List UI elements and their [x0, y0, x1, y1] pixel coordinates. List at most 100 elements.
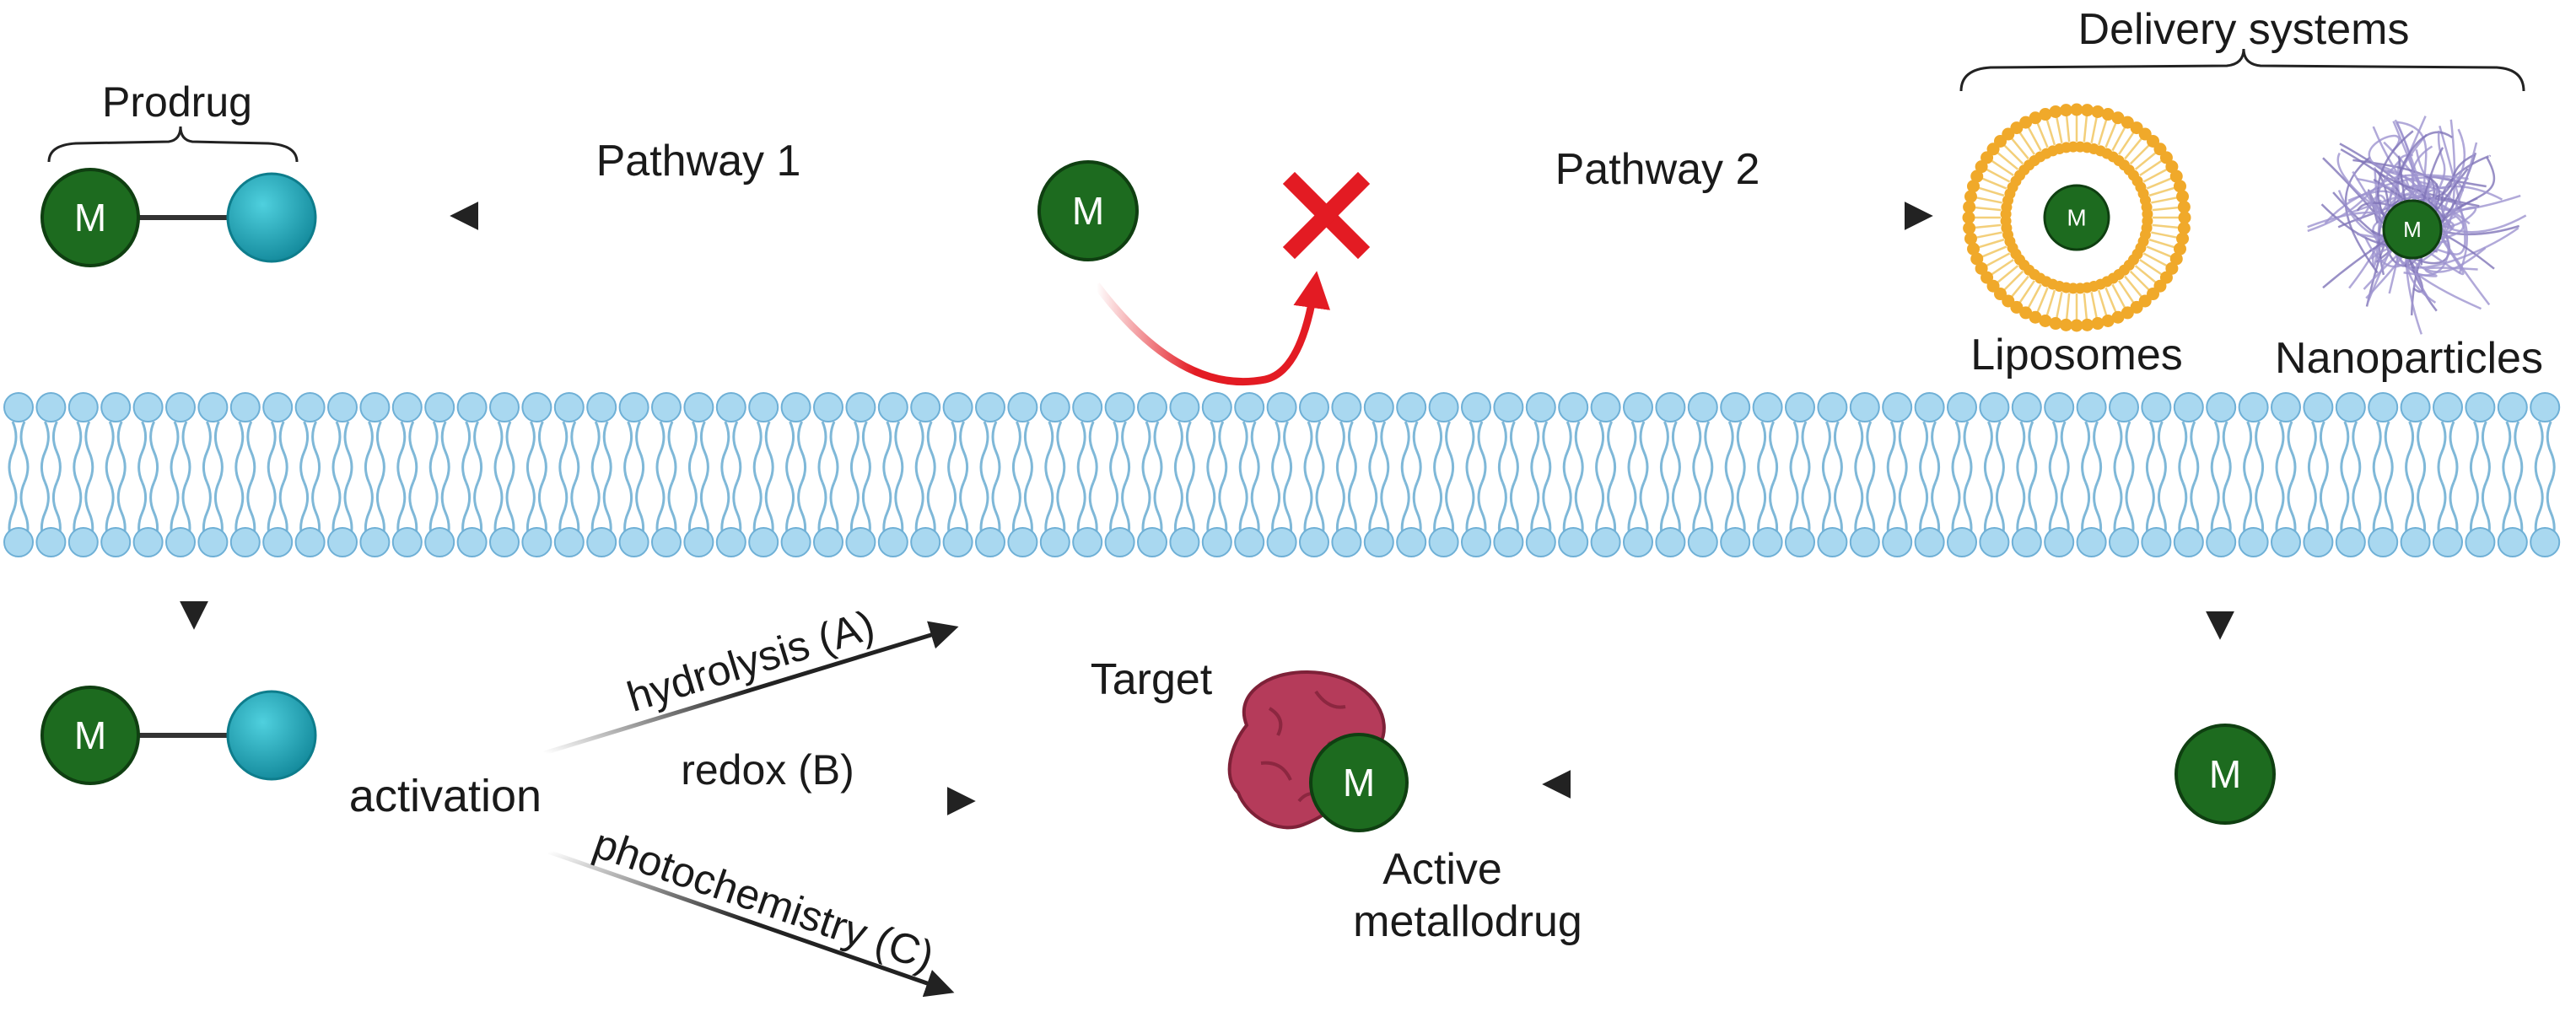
- lipid-head: [1201, 527, 1232, 557]
- lipid-tail: [1433, 421, 1443, 483]
- lipid-tail: [1445, 421, 1455, 483]
- lipid-head: [1655, 392, 1686, 422]
- liposome-head: [1964, 190, 1977, 203]
- lipid-tail: [817, 421, 827, 483]
- lipid-tail: [311, 421, 321, 483]
- lipid-head: [586, 392, 617, 422]
- lipid-tail: [1347, 421, 1357, 483]
- lipid-head: [715, 527, 746, 557]
- lipid-tail: [213, 421, 224, 483]
- liposome-head: [2176, 232, 2190, 245]
- lipid-tail: [1898, 421, 1908, 483]
- lipid-head: [1687, 392, 1718, 422]
- lipid-head: [67, 392, 99, 422]
- lipid-head: [1785, 527, 1815, 557]
- liposome-head: [2111, 111, 2125, 125]
- lipid-tail: [2243, 421, 2253, 483]
- liposome-tail: [1974, 206, 2002, 212]
- lipid-tail: [2372, 421, 2382, 483]
- liposome-head: [2178, 211, 2191, 224]
- lipid-tail: [537, 421, 547, 483]
- lipid-tail: [1206, 421, 1216, 483]
- lipid-tail: [1983, 421, 1993, 483]
- lipid-head: [2011, 392, 2042, 422]
- liposome-tail: [1996, 151, 2019, 170]
- lipid-head: [2433, 392, 2463, 422]
- liposome-tail: [1981, 245, 2007, 258]
- nanoparticle: M: [2307, 116, 2527, 335]
- liposome-tail: [2148, 238, 2176, 249]
- lipid-head: [2368, 392, 2399, 422]
- liposome-tail: [1975, 196, 2002, 204]
- lipid-head: [197, 392, 229, 422]
- lipid-tail: [343, 421, 353, 483]
- lipid-head: [813, 392, 843, 422]
- cell-membrane-bilayer: [3, 392, 2561, 557]
- lipid-head: [1623, 527, 1653, 557]
- lipid-head: [877, 527, 908, 557]
- liposome-tail: [2097, 289, 2108, 317]
- lipid-tail: [2113, 421, 2123, 483]
- liposome-tail: [2142, 168, 2169, 183]
- lipid-tail: [1109, 421, 1119, 483]
- lipid-tail: [2340, 421, 2350, 483]
- lipid-head: [2076, 527, 2107, 557]
- lipid-tail: [687, 421, 698, 483]
- lipid-tail: [2469, 421, 2479, 483]
- polymer-strand: [2415, 177, 2465, 243]
- liposome-tail: [2036, 121, 2049, 148]
- intracellular-prodrug-metal: [40, 686, 140, 785]
- lipid-tail: [2060, 421, 2070, 483]
- liposomes-label: Liposomes: [1970, 331, 2182, 379]
- pathway2-label: Pathway 2: [1555, 145, 1760, 194]
- lipid-head: [1947, 527, 1977, 557]
- liposome-head: [2173, 242, 2186, 256]
- lipid-tail: [1542, 421, 1552, 483]
- liposome-tail: [2124, 137, 2143, 160]
- lipid-tail: [1088, 421, 1098, 483]
- liposome-head: [2176, 190, 2190, 203]
- lipid-head: [1590, 392, 1621, 422]
- liposome-tail: [1996, 265, 2019, 284]
- lipid-tail: [947, 421, 957, 483]
- liposome-tail: [2083, 115, 2088, 143]
- lipid-head: [780, 527, 811, 557]
- lipid-head: [1882, 527, 1913, 557]
- lipid-tail: [1465, 421, 1475, 483]
- lipid-tail: [2502, 421, 2512, 483]
- polymer-strand: [2344, 156, 2379, 274]
- nanoparticle-cargo-metal: [2382, 199, 2443, 260]
- liposome-tail: [2124, 275, 2143, 299]
- lipid-tail: [278, 421, 288, 483]
- lipid-head: [1493, 527, 1524, 557]
- liposome-tail: [1985, 252, 2011, 267]
- lipid-tail: [2125, 421, 2135, 483]
- liposome-tail: [2045, 289, 2056, 317]
- lipid-head: [1461, 392, 1491, 422]
- liposome-head: [2159, 151, 2173, 164]
- liposome-tail: [2146, 245, 2173, 258]
- lipid-tail: [1509, 421, 1519, 483]
- liposome-tail: [2117, 131, 2135, 155]
- lipid-tail: [655, 421, 666, 483]
- lipid-tail: [2449, 421, 2459, 483]
- lipid-tail: [2081, 421, 2091, 483]
- lipid-tail: [267, 421, 277, 483]
- lipid-tail: [493, 421, 504, 483]
- lipid-head: [1849, 392, 1880, 422]
- liposome-tail: [1990, 159, 2014, 177]
- liposome-head: [1967, 180, 1981, 193]
- lipid-tail: [440, 421, 450, 483]
- intracellular-prodrug: M: [40, 686, 317, 785]
- lipid-tail: [1757, 421, 1767, 483]
- lipid-head: [359, 392, 391, 422]
- liposome-head: [2029, 310, 2042, 324]
- liposome-tail: [2097, 118, 2108, 146]
- lipid-tail: [181, 421, 191, 483]
- lipid-tail: [116, 421, 127, 483]
- liposome-tail: [2010, 137, 2029, 160]
- lipid-head: [1493, 392, 1524, 422]
- lipid-tail: [785, 421, 795, 483]
- lipid-head: [910, 392, 941, 422]
- lipid-head: [2238, 527, 2269, 557]
